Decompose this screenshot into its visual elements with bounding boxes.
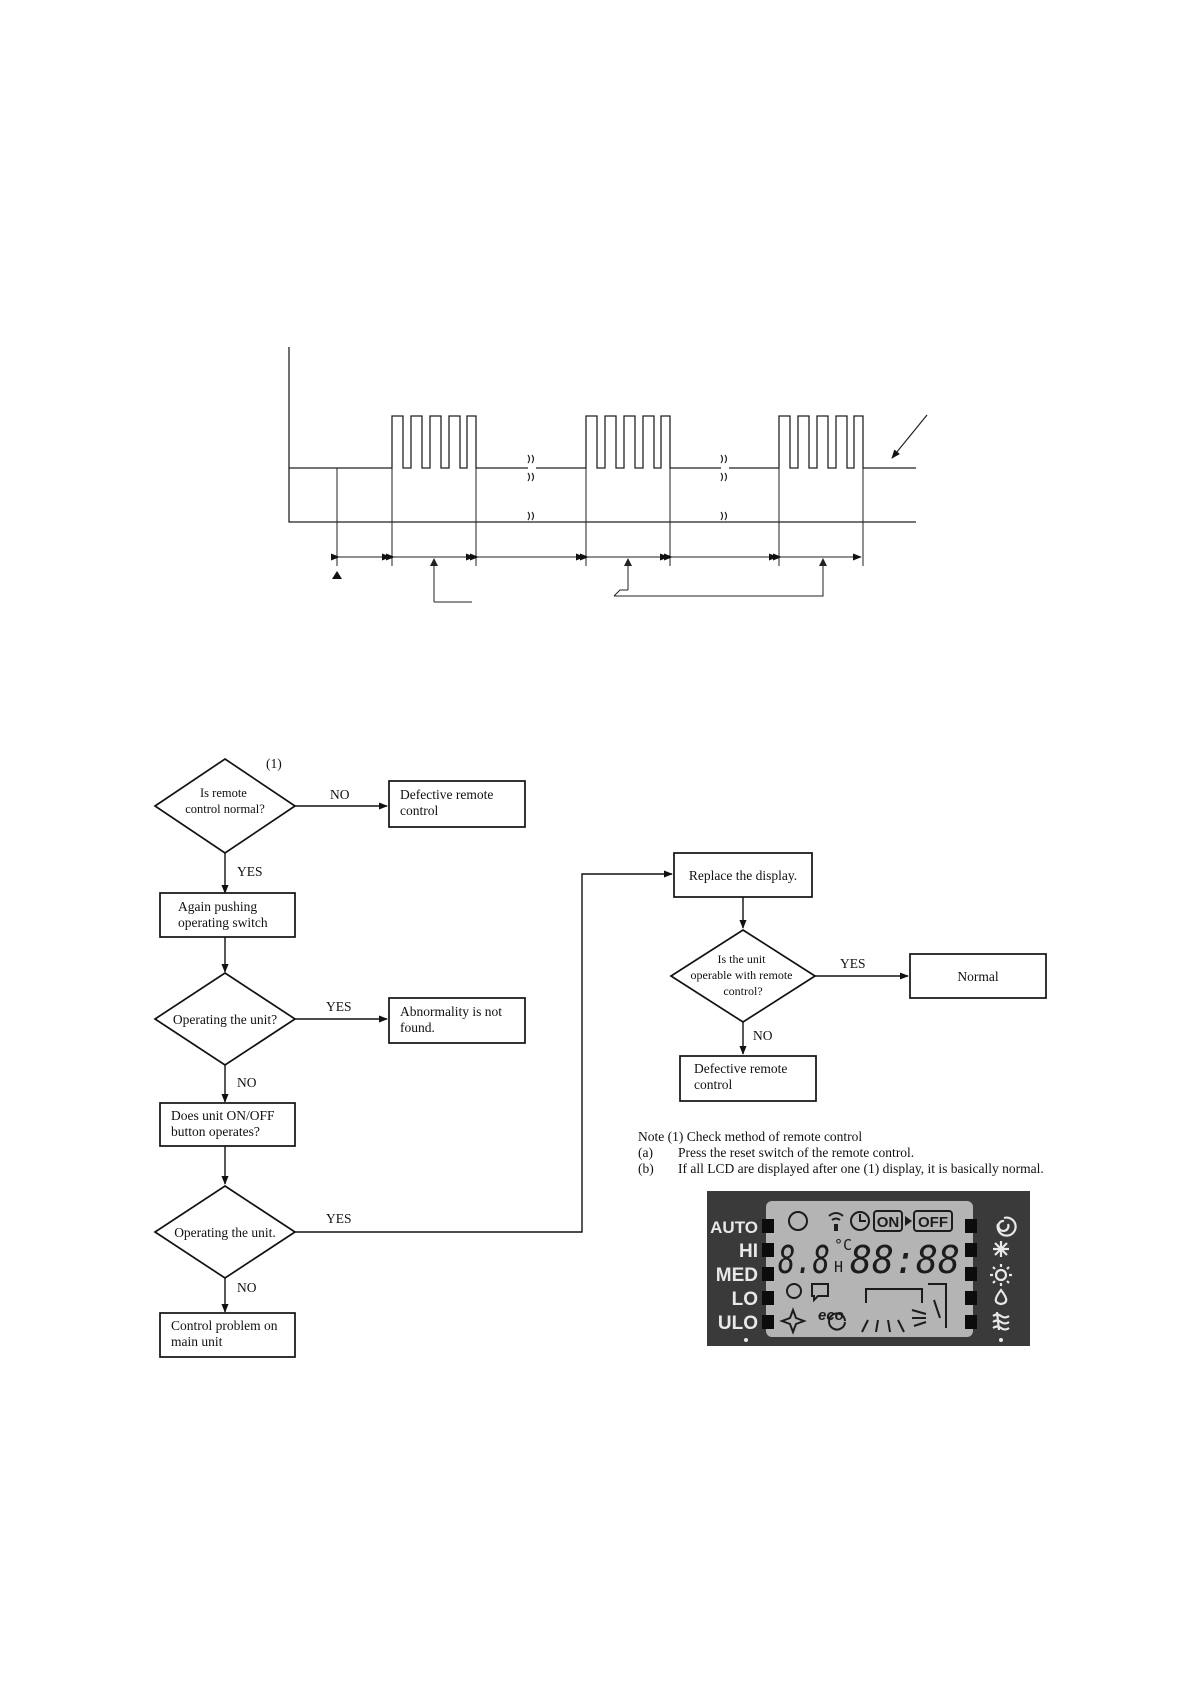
arrow-right-icon (905, 1216, 912, 1226)
box-defective-remote-1-text: Defective remote control (400, 787, 497, 818)
sparkle-icon (779, 1307, 807, 1335)
eco-label: eco (818, 1307, 844, 1324)
box-again-pushing-text: Again pushing operating switch (178, 899, 268, 930)
leader-left (433, 560, 472, 603)
fan-louver-icon (865, 1288, 923, 1303)
clock-digits: 88:88 (850, 1238, 960, 1282)
label-yes-q3: YES (326, 1211, 352, 1226)
swirl-icon (996, 1216, 1017, 1237)
timing-axis (288, 347, 916, 523)
snowflake-icon (993, 1241, 1009, 1257)
mode-dot-left (744, 1338, 748, 1342)
signal-pointer-arrow (891, 414, 928, 459)
note-block: Note (1) Check method of remote control … (638, 1129, 1108, 1177)
box-again-pushing (159, 892, 296, 938)
humidity-unit-h: H (834, 1258, 843, 1276)
leader-right (614, 560, 824, 597)
label-no-q4: NO (753, 1028, 773, 1043)
box-defective-remote-1 (388, 780, 526, 828)
mode-lo-label: LO (732, 1289, 758, 1310)
decision-operable-text: Is the unit operable with remote control… (691, 952, 796, 998)
decision-operating-2-text: Operating the unit. (174, 1225, 276, 1240)
box-abnormality-text: Abnormality is not found. (400, 1004, 505, 1035)
timing-drop-lines (336, 468, 864, 566)
mode-med-label: MED (716, 1265, 758, 1286)
line-q3-to-replace (295, 870, 673, 1233)
label-no-q1: NO (330, 787, 350, 802)
mode-dot-right (999, 1338, 1003, 1342)
leader-arrowheads (430, 558, 827, 566)
box-onoff-button-text: Does unit ON/OFF button operates? (171, 1108, 278, 1139)
sun-icon (994, 1268, 1008, 1282)
note-item-a-label: (a) (638, 1145, 653, 1160)
label-no-q2: NO (237, 1075, 257, 1090)
droplet-icon (994, 1288, 1008, 1306)
label-yes-q4: YES (840, 956, 866, 971)
box-defective-remote-2-text: Defective remote control (694, 1061, 791, 1092)
mode-ulo-label: ULO (718, 1313, 758, 1334)
note-ref-label: (1) (266, 756, 282, 771)
note-title: Note (1) Check method of remote control (638, 1129, 863, 1144)
box-abnormality-not-found (388, 997, 526, 1044)
box-replace-display (673, 852, 813, 898)
temperature-digits: 8.8 (778, 1238, 830, 1282)
signal-timing-chart (288, 347, 928, 603)
box-defective-remote-2 (679, 1055, 817, 1102)
flow-connectors (221, 802, 909, 1313)
box-replace-display-text: Replace the display. (689, 868, 797, 883)
note-item-a: (a) Press the reset switch of the remote… (638, 1145, 1108, 1161)
mode-auto-label: AUTO (710, 1218, 758, 1237)
sun-rays (990, 1264, 1012, 1286)
speech-bubble-icon (811, 1283, 829, 1303)
swing-rays-icon (911, 1309, 927, 1327)
label-yes-q1: YES (237, 864, 263, 879)
mode-indicator-squares (762, 1219, 977, 1329)
person-icon (786, 1283, 802, 1299)
wavy-fan-icon (992, 1311, 1010, 1331)
louver-flap-icon (928, 1283, 947, 1328)
box-control-problem-text: Control problem on main unit (171, 1318, 281, 1349)
decision-operating-1-text: Operating the unit? (173, 1012, 277, 1027)
decision-operable-remote (669, 928, 817, 1024)
signal-icon-base (834, 1224, 838, 1231)
signal-icon (828, 1212, 844, 1221)
clock-hands (859, 1214, 866, 1222)
note-item-b-text: If all LCD are displayed after one (1) d… (678, 1161, 1044, 1176)
box-normal (909, 953, 1047, 999)
on-label: ON (877, 1214, 900, 1231)
off-label: OFF (918, 1214, 948, 1231)
box-control-problem (159, 1312, 296, 1358)
troubleshooting-flowchart: (1) Is remote control normal? Defective … (153, 756, 1047, 1358)
clock-icon (850, 1211, 870, 1231)
decision-operating-1 (153, 971, 297, 1067)
box-onoff-button (159, 1102, 296, 1147)
note-item-a-text: Press the reset switch of the remote con… (678, 1145, 915, 1160)
lcd-display-panel: AUTO HI MED LO ULO ON OFF 8.8 °C H 88 (707, 1191, 1030, 1346)
label-yes-q2: YES (326, 999, 352, 1014)
box-normal-text: Normal (957, 969, 998, 984)
airflow-lines-icon (861, 1319, 905, 1333)
decision-operating-2 (153, 1184, 297, 1280)
label-no-q3: NO (237, 1280, 257, 1295)
decision-remote-normal-text: Is remote control normal? (185, 786, 265, 816)
mode-hi-label: HI (739, 1241, 758, 1262)
break-marks (527, 454, 728, 521)
on-label-frame (873, 1210, 903, 1232)
signal-waveform (337, 415, 916, 469)
note-item-b-label: (b) (638, 1161, 654, 1176)
temperature-unit-c: °C (834, 1236, 852, 1254)
start-marker (332, 571, 342, 579)
off-label-frame (913, 1210, 953, 1232)
baby-face-icon (788, 1211, 808, 1231)
note-item-b: (b) If all LCD are displayed after one (… (638, 1161, 1108, 1177)
decision-remote-normal (153, 757, 297, 855)
cycle-arrow-icon (828, 1312, 846, 1331)
